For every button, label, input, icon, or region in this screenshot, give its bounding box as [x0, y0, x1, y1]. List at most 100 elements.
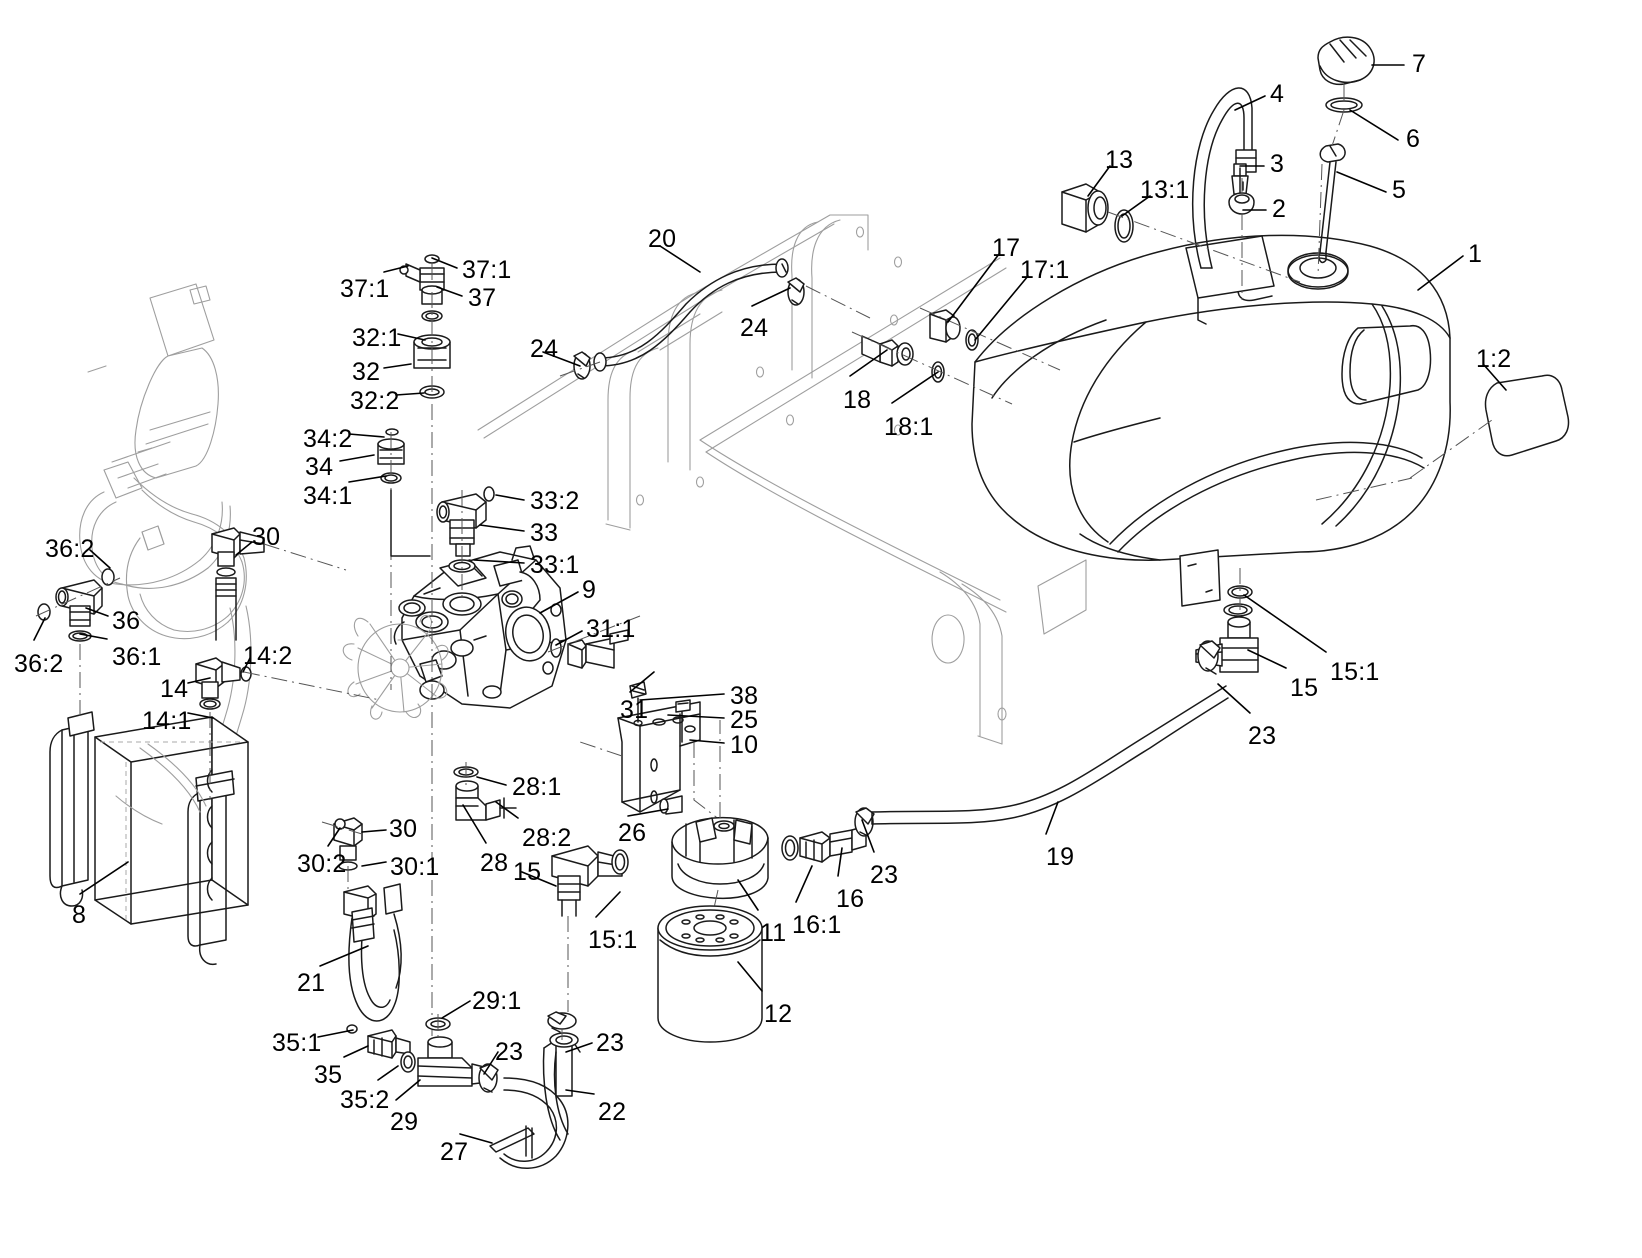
leader-29 — [395, 1079, 421, 1101]
leader-28-2 — [495, 801, 519, 819]
callout-6: 6 — [1406, 125, 1421, 153]
leader-23 — [483, 1051, 499, 1075]
callout-17: 17 — [992, 234, 1021, 262]
callout-11: 11 — [760, 919, 787, 947]
leader-1 — [1417, 255, 1464, 291]
callout-37-1: 37:1 — [340, 275, 390, 303]
leader-1-2 — [1483, 364, 1507, 391]
callout-27: 27 — [440, 1138, 469, 1166]
callout-34-1: 34:1 — [303, 482, 353, 510]
fitting-part-16 — [781, 825, 867, 863]
callout-2: 2 — [1272, 195, 1287, 223]
callout-17-1: 17:1 — [1020, 256, 1070, 284]
callout-15: 15 — [1290, 674, 1319, 702]
leader-11 — [737, 879, 759, 911]
leader-32 — [383, 363, 412, 369]
callout-23: 23 — [495, 1038, 524, 1066]
elbow-part-30-b — [333, 817, 363, 871]
leader-22 — [565, 1089, 595, 1095]
leader-36 — [85, 607, 109, 617]
callout-25: 25 — [730, 706, 759, 734]
leader-37-1 — [383, 265, 409, 273]
leader-18 — [849, 349, 888, 377]
leader-21 — [319, 945, 369, 967]
hood-tank-part-1 — [971, 234, 1451, 607]
callout-18-1: 18:1 — [884, 413, 934, 441]
hose-part-20 — [593, 258, 789, 372]
hose-clamp-24b — [787, 277, 805, 306]
callout-24: 24 — [740, 314, 769, 342]
leader-34-1 — [348, 475, 387, 483]
callout-30-2: 30:2 — [297, 850, 347, 878]
callout-22: 22 — [598, 1098, 627, 1126]
leader-8 — [79, 861, 129, 895]
leader-19 — [1045, 801, 1059, 835]
callout-28-1: 28:1 — [512, 773, 562, 801]
callout-35: 35 — [314, 1061, 343, 1089]
callout-32: 32 — [352, 358, 381, 386]
callout-8: 8 — [72, 901, 87, 929]
leader-18-1 — [891, 371, 939, 404]
callout-24: 24 — [530, 335, 559, 363]
leader-38 — [639, 693, 725, 701]
leader-30-2 — [327, 827, 341, 847]
leader-16 — [837, 847, 843, 877]
leader-29-1 — [441, 1000, 471, 1019]
leader-37-1 — [431, 257, 458, 269]
tee-part-29 — [417, 1014, 489, 1087]
callout-23: 23 — [870, 861, 899, 889]
leader-37 — [436, 286, 463, 297]
callout-34-2: 34:2 — [303, 425, 353, 453]
callout-14: 14 — [160, 675, 189, 703]
fitting-part-35 — [346, 1024, 416, 1073]
decal-part-1-2 — [1484, 374, 1570, 457]
hose-clamp-23-c — [854, 807, 875, 837]
oil-cooler-part-8 — [49, 711, 249, 966]
leader-28-1 — [476, 776, 507, 786]
callout-29: 29 — [390, 1108, 419, 1136]
cap-dipstick-group — [1191, 36, 1375, 300]
leader-23 — [1217, 683, 1251, 714]
leader-12 — [737, 961, 763, 992]
elbow-part-28 — [453, 762, 517, 821]
leader-14 — [187, 677, 211, 684]
leader-13-1 — [1121, 195, 1151, 217]
leader-33 — [479, 524, 525, 532]
leader-15-1 — [1243, 594, 1327, 653]
leader-27 — [459, 1133, 493, 1144]
callout-30: 30 — [252, 523, 281, 551]
callout-28-2: 28:2 — [522, 824, 572, 852]
leader-32-1 — [397, 333, 426, 341]
elbow-part-14 — [195, 657, 381, 800]
leader-14-2 — [242, 657, 251, 673]
leader-32-2 — [395, 392, 425, 396]
callout-33-2: 33:2 — [530, 487, 580, 515]
callout-33-1: 33:1 — [530, 551, 580, 579]
callout-35-2: 35:2 — [340, 1086, 390, 1114]
callout-33: 33 — [530, 519, 559, 547]
fitting-part-18 — [861, 335, 945, 383]
callout-34: 34 — [305, 453, 334, 481]
leader-17-1 — [974, 275, 1029, 341]
callout-14-1: 14:1 — [142, 707, 192, 735]
callout-13: 13 — [1105, 146, 1134, 174]
hose-part-22 — [499, 1032, 581, 1169]
leader-33-2 — [495, 494, 525, 501]
callout-15-1: 15:1 — [588, 926, 638, 954]
callout-21: 21 — [297, 969, 326, 997]
callout-20: 20 — [648, 225, 677, 253]
leader-34-2 — [348, 433, 385, 438]
leader-10 — [689, 739, 725, 744]
callout-19: 19 — [1046, 843, 1075, 871]
leader-15 — [521, 871, 557, 887]
callout-10: 10 — [730, 731, 759, 759]
ghost-cooling-fan — [342, 614, 449, 720]
hose-part-21 — [343, 866, 403, 1022]
hose-clamp-23-d — [478, 1063, 499, 1093]
leader-36-1 — [79, 633, 108, 640]
leader-28 — [462, 804, 487, 844]
callout-26: 26 — [618, 819, 647, 847]
callout-30-1: 30:1 — [390, 853, 440, 881]
